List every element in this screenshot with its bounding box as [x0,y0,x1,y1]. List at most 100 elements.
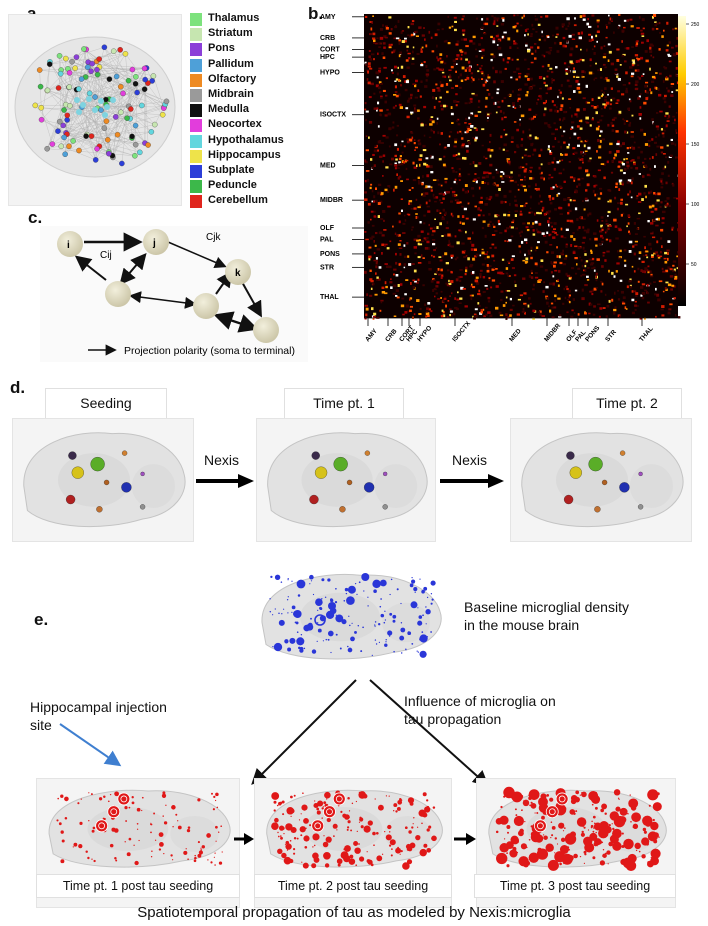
colorbar [678,16,686,306]
legend-swatch [190,134,202,148]
legend-label: Neocortex [208,118,262,131]
colorbar-tick-label: 150 [691,142,700,148]
colorbar-tick-label: 200 [691,82,700,88]
matrix-col-label: HYPO [416,325,433,344]
edge-label-cij: Cij [100,250,112,261]
legend-label: Thalamus [208,12,260,24]
colorbar-tick-label: 250 [691,22,700,28]
matrix-col-label: MED [508,327,523,343]
node-j-label: j [152,238,156,249]
stage-time1-caption: Time pt. 1 [284,388,404,420]
matrix-row-label: AMY [320,14,336,21]
legend-swatch [190,13,202,26]
legend-label: Hippocampus [208,148,281,161]
matrix-row-label: CRB [320,35,335,42]
legend-label: Cerebellum [208,194,268,207]
brain-time2 [510,418,692,542]
influence-arrows [59,679,489,787]
legend-swatch [190,89,202,102]
arrow-to-time3 [369,679,489,787]
node-i [57,231,83,257]
legend-swatch [190,58,202,72]
time-arrow-1 [234,833,254,845]
node-k-label: k [235,268,241,279]
legend-swatch [190,119,202,133]
baseline-caption: Baseline microglial density in the mouse… [464,599,629,633]
influence-caption: Influence of microglia on tau propagatio… [404,693,556,727]
nexis-arrow-label-2: Nexis [452,452,487,468]
arrow-to-time2 [251,679,357,785]
panel-b-label: b. [308,4,324,23]
time2-caption: Time pt. 2 post tau seeding [254,874,452,898]
nexis-text-2: Nexis [452,452,488,468]
time3-caption: Time pt. 3 post tau seeding [474,874,676,898]
nexis-text-1: Nexis [204,452,240,468]
colorbar-tick-label: 50 [691,262,697,268]
legend-label: Olfactory [208,72,257,85]
projection-legend-text: Projection polarity (soma to terminal) [124,345,295,357]
matrix-row-label: STR [320,264,334,271]
node-j [143,229,169,255]
tau-brain-time2 [254,778,452,908]
matrix-col-label: AMY [364,327,379,343]
legend-swatch [190,104,202,118]
legend-label: Midbrain [208,88,254,100]
injection-caption: Hippocampal injection site [30,699,167,733]
legend-label: Striatum [208,27,253,40]
legend-swatch [190,180,202,194]
connectome-brain-graphic [14,36,176,178]
matrix-row-label: HPC [320,54,335,61]
legend-swatch [190,149,202,163]
stage-seeding-caption: Seeding [45,388,167,420]
nexis-arrow-2 [440,474,504,488]
matrix-col-label: THAL [638,325,655,343]
injection-pointer-arrow [59,723,122,767]
time1-caption: Time pt. 1 post tau seeding [36,874,240,898]
node-unlabeled-1 [105,281,131,307]
matrix-row-label: PONS [320,251,340,258]
legend-label: Subplate [208,164,255,176]
nexis-arrow-label-1: Nexis [204,452,239,468]
legend-label: Medulla [208,103,249,116]
matrix-col-label: STR [604,329,618,344]
legend-label: Peduncle [208,179,257,192]
legend-label: Pallidum [208,57,254,70]
matrix-row-label: PAL [320,237,334,244]
matrix-row-label: MED [320,163,336,170]
baseline-microglia-brain [250,562,450,672]
panel-e-label: e. [34,610,49,629]
matrix-row-label: CORT [320,46,341,53]
matrix-row-label: MIDBR [320,197,343,204]
nexis-arrow-1 [196,474,254,488]
brain-seeding [12,418,194,542]
matrix-col-label: ISOCTX [451,320,472,344]
network-schematic: i j k Cij Cjk Projection polarity (soma … [40,226,308,362]
node-unlabeled-2 [193,293,219,319]
legend-label: Pons [208,42,235,55]
legend-swatch [190,195,202,209]
figure-caption: Spatiotemporal propagation of tau as mod… [137,904,571,921]
node-unlabeled-3 [253,317,279,343]
brain-time1 [256,418,436,542]
panel-c-label: c. [28,208,43,227]
time-arrow-2 [454,833,476,845]
legend-swatch [190,28,202,42]
matrix-row-label: OLF [320,225,335,232]
matrix-row-label: THAL [320,294,339,301]
stage-time2-caption: Time pt. 2 [572,388,682,420]
legend-label: Hypothalamus [208,133,284,146]
matrix-col-label: CRB [384,328,399,344]
legend-swatch [190,73,202,87]
colorbar-tick-label: 100 [691,202,700,208]
legend-swatch [190,165,202,178]
matrix-row-label: ISOCTX [320,112,346,119]
panel-d-label: d. [10,378,26,397]
node-i-label: i [67,240,70,251]
matrix-col-label: MIDBR [543,322,562,343]
matrix-row-label: HYPO [320,69,340,76]
edge-label-cjk: Cjk [206,232,221,243]
connectome-brain-image [8,14,182,206]
